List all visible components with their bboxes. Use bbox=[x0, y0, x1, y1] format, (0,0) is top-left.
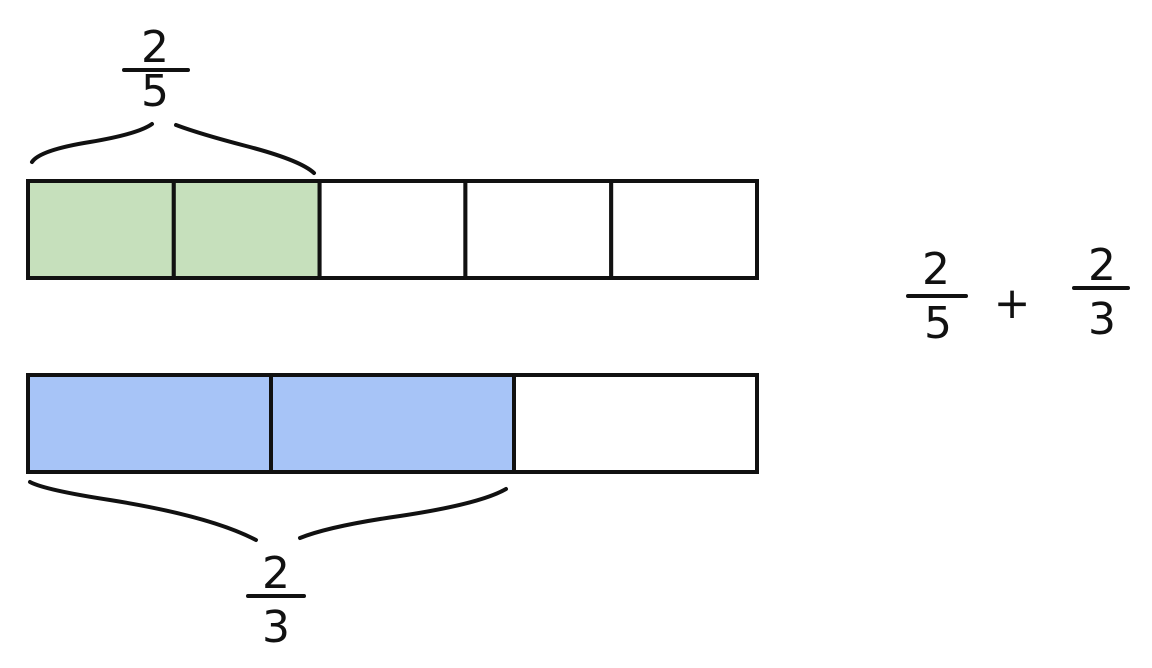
top-label-numerator: 2 bbox=[141, 22, 169, 73]
expression-left-numerator: 2 bbox=[922, 244, 950, 295]
thirds-segment-3-empty bbox=[512, 373, 759, 474]
thirds-bar bbox=[26, 373, 759, 474]
thirds-segment-2-shaded bbox=[269, 373, 516, 474]
expression-right-numerator: 2 bbox=[1088, 240, 1116, 291]
bottom-label-numerator: 2 bbox=[262, 548, 290, 599]
fifths-segment-1-shaded bbox=[26, 179, 176, 280]
top-brace bbox=[30, 122, 316, 175]
bottom-fraction-label: 2 3 bbox=[246, 548, 306, 653]
top-label-denominator: 5 bbox=[141, 66, 169, 117]
fifths-segment-3-empty bbox=[317, 179, 468, 280]
expression-right-fraction: 2 3 bbox=[1072, 240, 1130, 345]
expression-left-fraction: 2 5 bbox=[906, 244, 968, 349]
fifths-segment-2-shaded bbox=[171, 179, 322, 280]
expression-left-denominator: 5 bbox=[924, 298, 952, 349]
fifths-segment-4-empty bbox=[463, 179, 614, 280]
addition-expression: 2 5 + 2 3 bbox=[906, 240, 1130, 349]
plus-operator: + bbox=[994, 278, 1031, 329]
bottom-brace bbox=[28, 480, 508, 542]
bottom-label-denominator: 3 bbox=[262, 602, 290, 653]
top-fraction-label: 2 5 bbox=[122, 22, 190, 117]
fifths-segment-5-empty bbox=[609, 179, 760, 280]
expression-right-denominator: 3 bbox=[1088, 294, 1116, 345]
thirds-segment-1-shaded bbox=[26, 373, 273, 474]
fifths-bar bbox=[26, 179, 760, 280]
